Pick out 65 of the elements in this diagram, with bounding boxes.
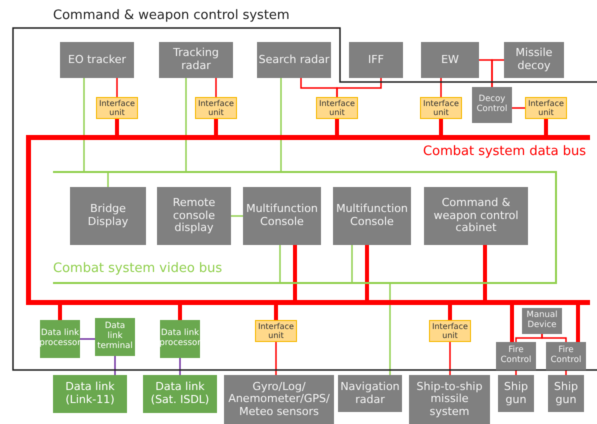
device-box: Gyro/Log/ Anemometer/GPS/ Meteo sensors (224, 375, 334, 424)
interface-box: Interface unit (429, 320, 471, 342)
connector-line (491, 59, 504, 87)
device-box: Multifunction Console (243, 187, 321, 245)
connector-line (114, 356, 116, 375)
connector-line (510, 305, 514, 342)
connector-line (544, 119, 548, 135)
bus-label: Combat system video bus (53, 261, 222, 276)
device-box: Search radar (257, 42, 331, 78)
connector-line (440, 78, 442, 97)
interface-box: Interface unit (96, 97, 138, 119)
connector-line (336, 78, 382, 97)
interface-box: Interface unit (255, 320, 297, 342)
group-title: Command & weapon control system (53, 8, 290, 23)
device-box: Ship-to-ship missile system (409, 375, 490, 424)
data-link-box: Data link (Link-11) (53, 375, 127, 413)
connector-line (279, 245, 281, 284)
connector-line (275, 342, 277, 375)
connector-line (178, 305, 182, 320)
connector-line (389, 284, 391, 375)
connector-line (512, 107, 525, 109)
connector-line (215, 78, 217, 97)
connector-line (565, 370, 567, 375)
connector-line (274, 305, 278, 320)
connector-line (448, 305, 452, 320)
connector-line (335, 119, 339, 135)
connector-line (116, 78, 118, 97)
connector-line (80, 338, 95, 340)
control-box: Fire Control (496, 342, 536, 370)
connector-line (115, 119, 119, 135)
device-box: Command & weapon control cabinet (424, 187, 528, 245)
device-box: Multifunction Console (333, 187, 411, 245)
device-box: Tracking radar (159, 42, 233, 78)
interface-box: Interface unit (420, 97, 462, 119)
connector-line (185, 78, 187, 171)
connector-line (351, 245, 353, 284)
connector-line (58, 305, 62, 320)
connector-line (107, 171, 109, 187)
control-box: Decoy Control (472, 87, 512, 123)
device-box: Ship gun (548, 375, 584, 412)
connector-line (179, 358, 181, 375)
device-box: Remote console display (157, 187, 231, 245)
data-link-box: Data link terminal (95, 318, 135, 356)
connector-line (83, 78, 85, 171)
connector-line (515, 370, 517, 375)
control-box: Fire Control (546, 342, 586, 370)
control-box: Manual Device (522, 308, 562, 334)
device-box: EO tracker (60, 42, 134, 78)
connector-line (231, 215, 243, 217)
interface-box: Interface unit (316, 97, 358, 119)
data-link-box: Data link processor (160, 320, 200, 358)
bus-label: Combat system data bus (423, 144, 586, 159)
data-link-box: Data link processor (40, 320, 80, 358)
device-box: Navigation radar (338, 375, 402, 412)
device-box: Ship gun (498, 375, 534, 412)
interface-box: Interface unit (525, 97, 567, 119)
connector-line (541, 334, 567, 342)
connector-line (576, 305, 580, 342)
connector-line (214, 119, 218, 135)
connector-line (449, 342, 451, 375)
connector-line (439, 119, 443, 135)
data-link-box: Data link (Sat. ISDL) (143, 375, 217, 413)
interface-box: Interface unit (195, 97, 237, 119)
device-box: Bridge Display (70, 187, 146, 245)
connector-line (280, 78, 282, 171)
